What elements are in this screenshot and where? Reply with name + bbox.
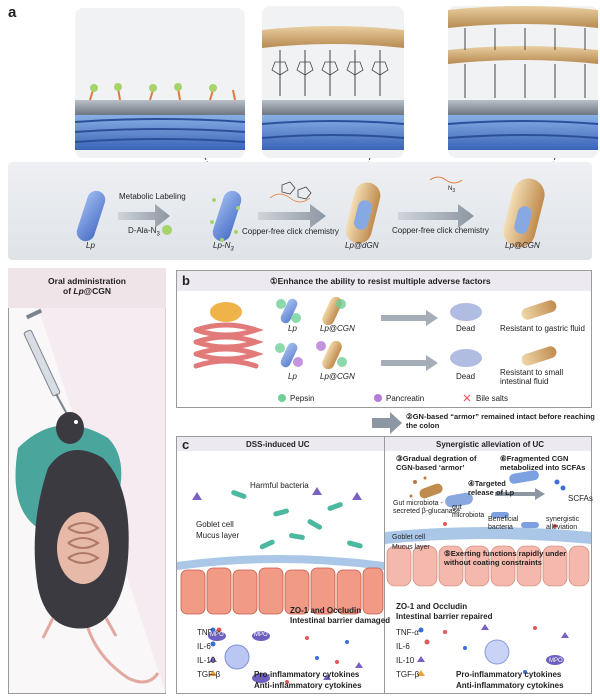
label-lp-dgn: Lp@dGN	[345, 241, 379, 250]
panel-c-right-title: Synergistic alleviation of UC	[436, 440, 545, 449]
c-gut-microbiota: gut microbiota	[452, 504, 485, 520]
c-cyto-left-2: IL-10	[197, 656, 216, 665]
panel-c-right-diagram	[385, 470, 591, 676]
label-metabolic-labeling: Metabolic Labeling	[119, 192, 186, 201]
panel-a-process-strip	[8, 162, 592, 260]
b-row1-dead: Dead	[456, 324, 476, 333]
panel-b-frame	[176, 270, 592, 408]
oral-admin-line1: Oral administration	[48, 276, 126, 286]
panel-c-frame	[176, 436, 592, 694]
b-row1-lpcgn: Lp@CGN	[320, 324, 355, 333]
mouse-illustration	[15, 308, 166, 694]
label-dala-n3: D-Ala-N3	[128, 226, 160, 238]
b-row1-lp: Lp	[288, 324, 297, 333]
b-row2-lp: Lp	[288, 372, 297, 381]
c-barrier-left: Intestinal barrier damaged	[290, 616, 391, 625]
c-anti-right: Anti-inflammatory cytokines	[456, 681, 564, 690]
c-goblet-right: Goblet cell	[392, 534, 426, 541]
label-lp: Lp	[86, 241, 95, 250]
c-step4: ④Targeted release of Lp	[468, 479, 515, 497]
lp-n3-bacterium	[212, 190, 242, 242]
panel-a-membrane-insets	[74, 6, 599, 170]
legend-pancreatin: Pancreatin	[386, 394, 425, 403]
c-anti-left: Anti-inflammatory cytokines	[254, 681, 362, 690]
panel-b-header-bar	[177, 271, 591, 291]
legend-pepsin: Pepsin	[290, 394, 315, 403]
label-lp-cgn: Lp@CGN	[505, 241, 540, 250]
panel-c-divider	[384, 437, 385, 693]
label-n3: N3	[448, 186, 456, 195]
b-row2-dead: Dead	[456, 372, 476, 381]
b-row2-lpcgn: Lp@CGN	[320, 372, 355, 381]
panel-b-diagram	[193, 296, 557, 402]
oral-admin-line2: of Lp@CGN	[63, 286, 111, 296]
oral-admin-header: Oral administration of Lp@CGN	[8, 268, 166, 308]
panel-c-left-title: DSS-induced UC	[246, 440, 310, 449]
panel-a-bacteria-diagram	[76, 176, 545, 248]
step2-text: ②GN-based “armor” remained intact before…	[406, 412, 595, 430]
mpo-left-1: MPO	[210, 632, 224, 638]
c-pro-right: Pro-inflammatory cytokines	[456, 670, 562, 679]
c-mucus-right: Mucus layer	[392, 544, 430, 551]
c-scfas: SCFAs	[568, 494, 593, 503]
c-pro-left: Pro-inflammatory cytokines	[254, 670, 360, 679]
lp-bacterium	[76, 190, 106, 242]
c-cyto-left-3: TGF-β	[197, 670, 221, 679]
c-barrier-right: Intestinal barrier repaired	[396, 612, 493, 621]
syringe-icon	[23, 308, 69, 417]
c-cyto-right-3: TGF-β	[396, 670, 420, 679]
b-row2-result: Resistant to small intestinal fluid	[500, 368, 564, 387]
c-step6: ⑥Fragmented CGN metabolized into SCFAs	[500, 454, 586, 472]
dala-dot-icon	[162, 225, 172, 235]
c-beneficial: Beneficial bacteria	[488, 516, 519, 532]
c-step5: ⑤Exerting functions rapidly under withou…	[444, 549, 567, 567]
label-lp-n3: Lp-N3	[213, 241, 234, 253]
panel-a-letter: a	[8, 4, 17, 21]
panel-b-header: ①Enhance the ability to resist multiple …	[270, 276, 491, 286]
c-cyto-right-1: IL-6	[396, 642, 410, 651]
c-synergistic: synergistic alleviation	[546, 516, 580, 532]
c-cyto-right-0: TNF-α	[396, 628, 419, 637]
c-cyto-left-0: TNF-α	[197, 628, 220, 637]
mpo-left-2: MPO	[254, 632, 268, 638]
c-zo-left: ZO-1 and Occludin	[290, 606, 362, 615]
label-click-1: Copper-free click chemistry	[242, 227, 339, 236]
label-click-2: Copper-free click chemistry	[392, 226, 489, 235]
c-mucus-left: Mucus layer	[196, 531, 240, 540]
c-harmful-bacteria: Harmful bacteria	[250, 481, 309, 490]
c-cyto-right-2: IL-10	[396, 656, 415, 665]
mpo-right: MPO	[549, 658, 563, 664]
legend-bile-salts: Bile salts	[476, 394, 509, 403]
c-goblet-left: Goblet cell	[196, 520, 234, 529]
b-row1-result: Resistant to gastric fluid	[500, 324, 585, 333]
panel-c-letter: c	[182, 437, 190, 452]
c-cyto-left-1: IL-6	[197, 642, 211, 651]
gi-tract-icon	[193, 302, 264, 369]
panel-c-left-diagram	[177, 487, 384, 684]
c-step3: ③Gradual degration of CGN-based ‘armor’	[396, 454, 477, 472]
membrane-inset-lp-cgn	[447, 6, 599, 150]
panel-b-letter: b	[182, 273, 190, 288]
membrane-inset-lp-dgn	[261, 26, 405, 150]
membrane-inset-lp-n3	[74, 83, 246, 150]
c-glucanase: Gut microbiota -secreted β-glucanase	[393, 500, 461, 516]
down-arrow-icon	[372, 412, 402, 434]
c-zo-right: ZO-1 and Occludin	[396, 602, 468, 611]
